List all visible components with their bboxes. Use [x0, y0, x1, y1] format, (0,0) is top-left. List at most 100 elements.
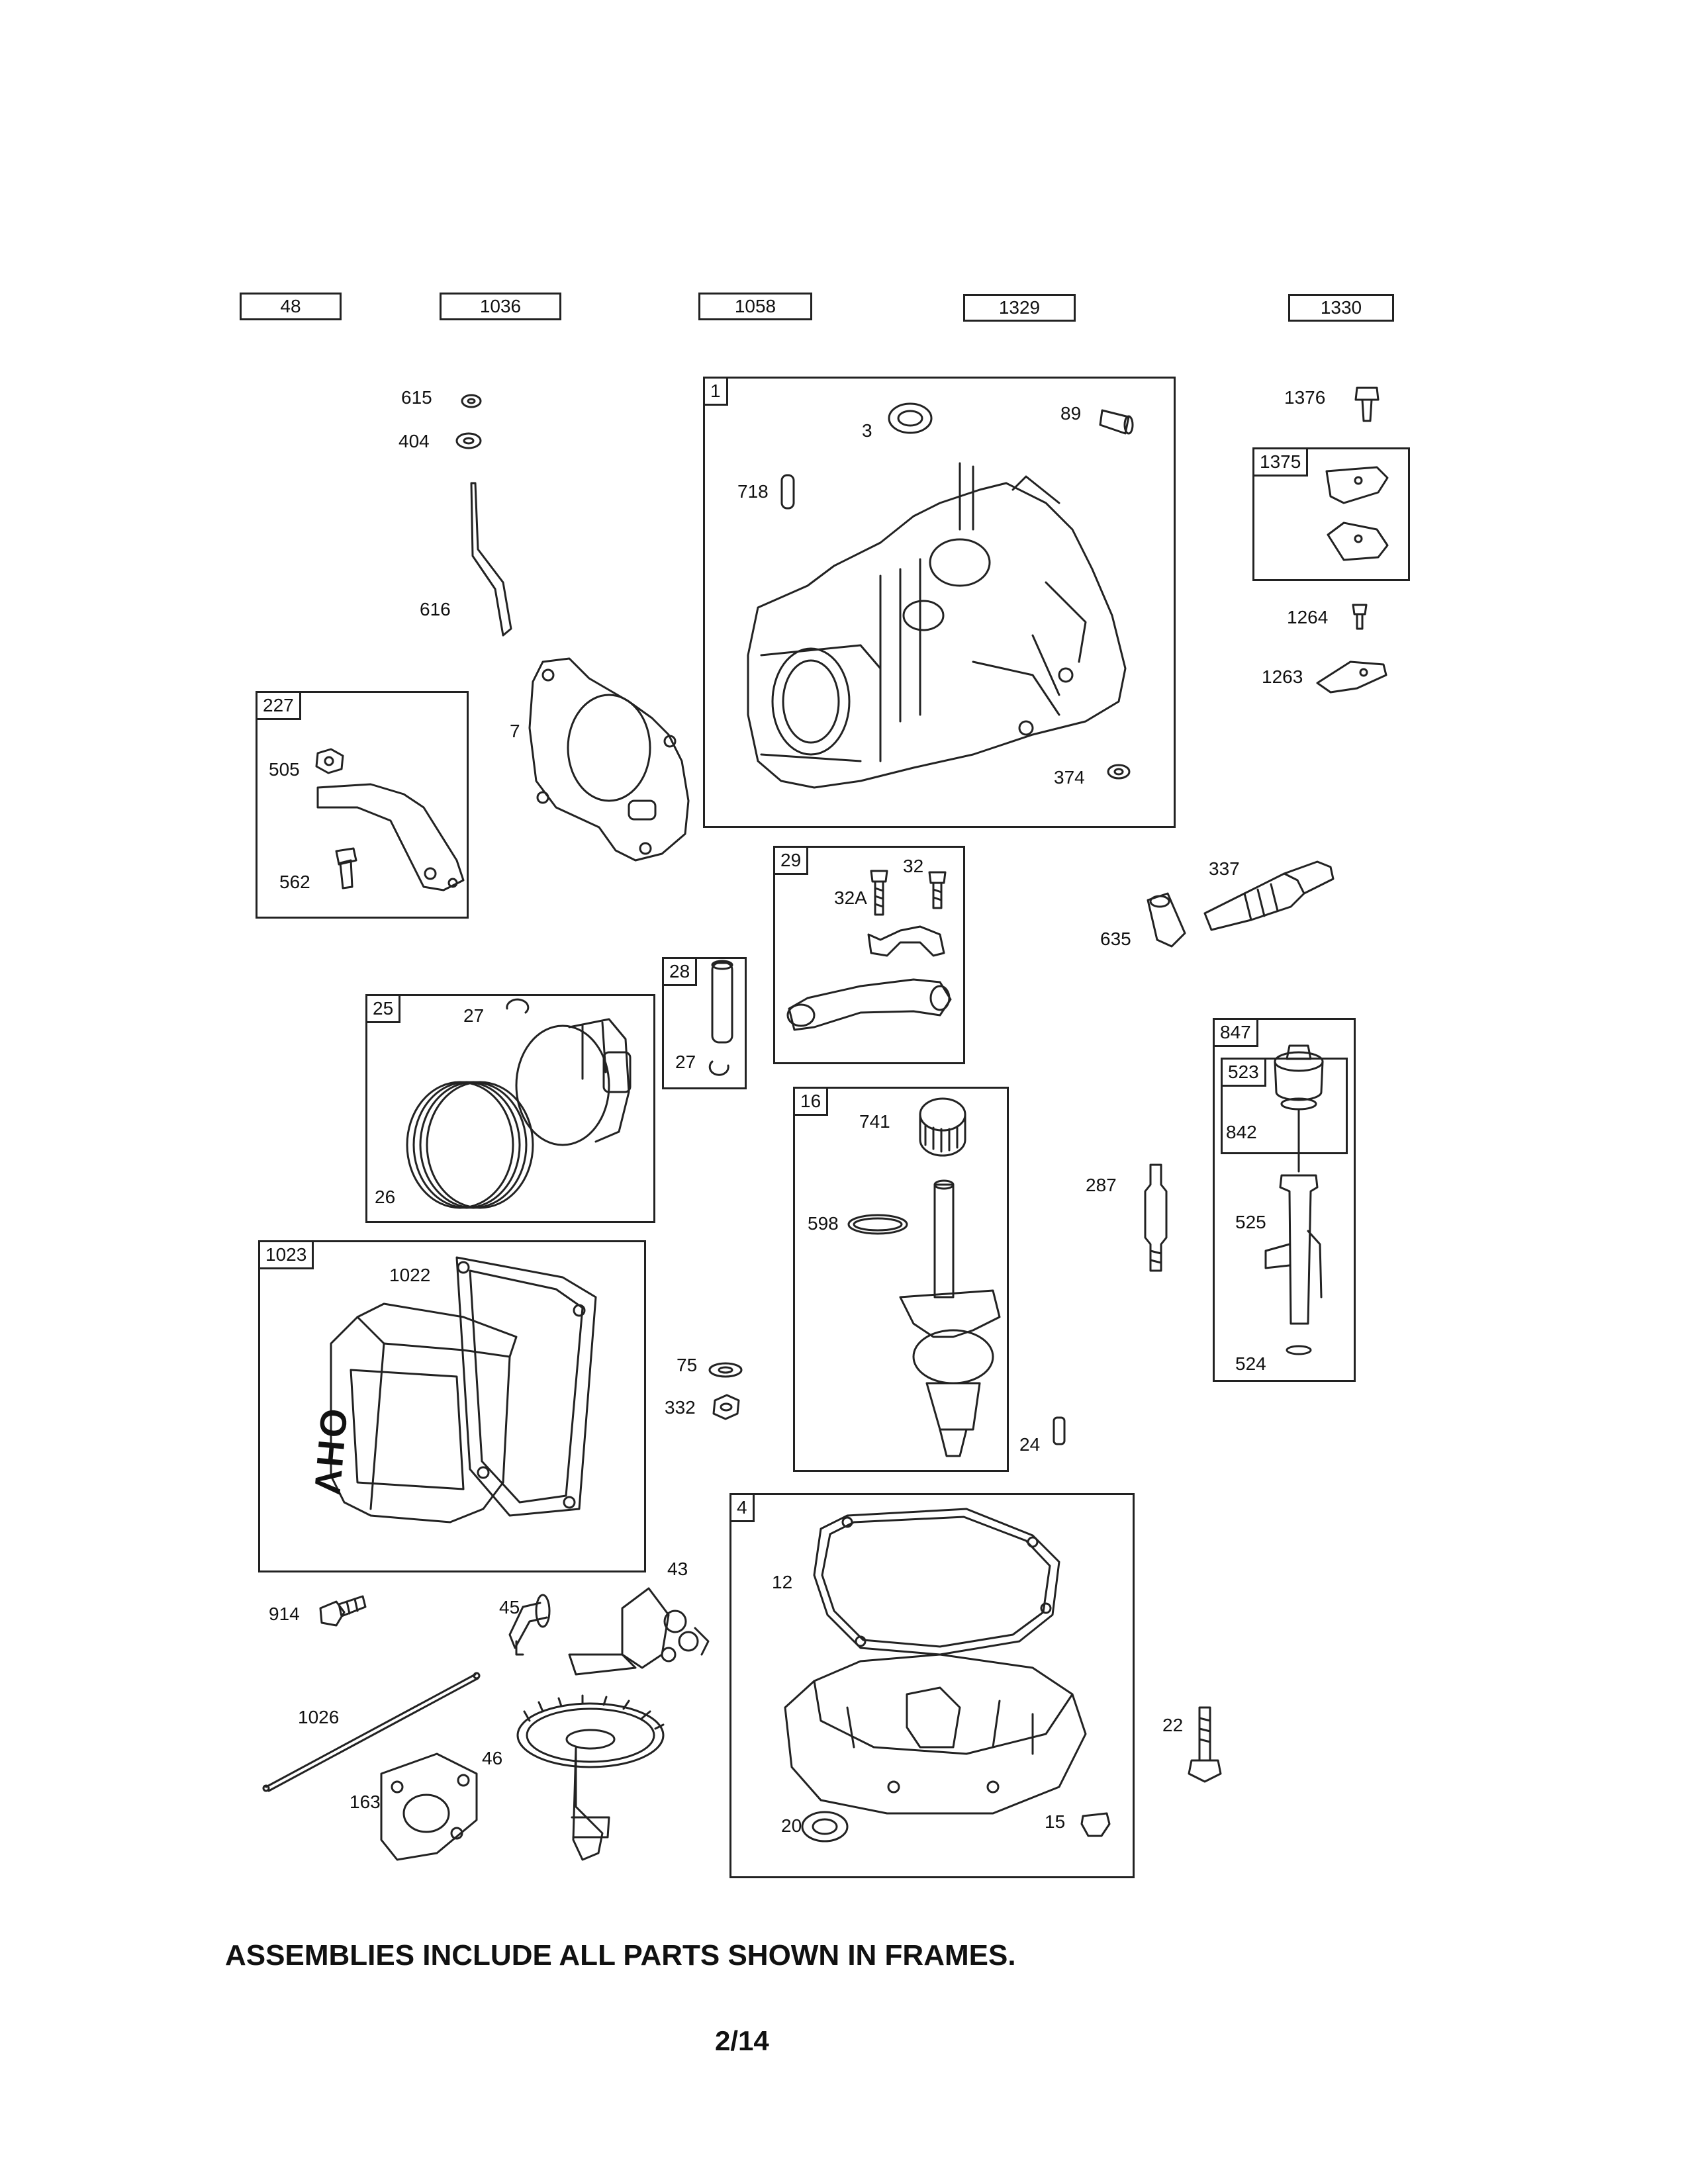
sump-gasket-12-icon	[813, 1508, 1060, 1656]
washer-615-icon	[461, 394, 482, 408]
frame-tag-16: 16	[793, 1087, 829, 1116]
dipstick-tube-525-icon	[1264, 1174, 1323, 1325]
cam-gear-46-icon	[516, 1694, 665, 1861]
frame-sump: 4	[729, 1493, 1135, 1878]
label-616: 616	[420, 599, 451, 619]
label-89: 89	[1060, 403, 1082, 424]
bolt-914-icon	[319, 1595, 367, 1627]
bracket-1263-icon	[1316, 660, 1387, 694]
oring-524-icon	[1286, 1345, 1312, 1355]
screw-1264-icon	[1352, 604, 1368, 630]
label-75: 75	[677, 1355, 698, 1375]
washer-404-icon	[455, 432, 482, 449]
page-number: 2/14	[715, 2025, 769, 2056]
frame-wrist-pin: 28	[662, 957, 747, 1089]
bolt-32-icon	[928, 871, 947, 909]
header-code-1036: 1036	[440, 293, 561, 320]
label-562: 562	[279, 872, 310, 892]
cover-ohv-text: OHV	[306, 1406, 355, 1499]
label-27-wrist: 27	[675, 1052, 696, 1072]
label-1264: 1264	[1287, 607, 1329, 627]
label-525: 525	[1235, 1212, 1266, 1232]
sump-4-icon	[784, 1653, 1087, 1815]
bolt-32a-icon	[870, 870, 888, 916]
rocker-arm-227-icon	[316, 783, 465, 891]
screw-562-icon	[335, 847, 357, 889]
dipstick-seal-842-icon	[1280, 1097, 1317, 1173]
rocker-cover-1023-icon	[330, 1302, 518, 1524]
frame-tag-1: 1	[703, 377, 728, 406]
label-45: 45	[499, 1597, 520, 1617]
label-842: 842	[1226, 1122, 1257, 1142]
plate-1375b-icon	[1327, 522, 1389, 561]
oil-seal-3-icon	[888, 402, 933, 434]
piston-rings-26-icon	[406, 1081, 534, 1209]
washer-75-icon	[708, 1362, 743, 1378]
ring-374-icon	[1107, 764, 1131, 780]
key-24-icon	[1053, 1416, 1066, 1445]
label-505: 505	[269, 759, 300, 780]
bolt-22-icon	[1188, 1706, 1222, 1783]
label-524: 524	[1235, 1353, 1266, 1374]
label-741: 741	[859, 1111, 890, 1132]
wrist-pin-28-icon	[711, 960, 733, 1044]
head-gasket-7-icon	[528, 657, 690, 862]
frame-dipstick-cap: 523	[1221, 1058, 1348, 1154]
frame-tag-1023: 1023	[258, 1240, 314, 1269]
label-1376: 1376	[1284, 387, 1326, 408]
label-404: 404	[399, 431, 430, 451]
label-43: 43	[667, 1559, 688, 1579]
frame-tag-523: 523	[1221, 1058, 1266, 1087]
header-code-1330: 1330	[1288, 294, 1394, 322]
assemblies-note: ASSEMBLIES INCLUDE ALL PARTS SHOWN IN FR…	[225, 1939, 1016, 1972]
frame-crankshaft: 16	[793, 1087, 1009, 1472]
frame-rocker-cover: 1023	[258, 1240, 646, 1572]
frame-connecting-rod: 29	[773, 846, 965, 1064]
rod-1026-icon	[262, 1672, 481, 1792]
frame-tag-1375: 1375	[1252, 447, 1309, 477]
label-32a: 32A	[834, 887, 867, 908]
header-code-1329: 1329	[963, 294, 1076, 322]
label-20: 20	[781, 1815, 802, 1836]
governor-43-icon	[568, 1587, 710, 1676]
gear-741-icon	[919, 1097, 966, 1157]
label-332: 332	[665, 1397, 696, 1418]
washer-598-icon	[847, 1214, 908, 1235]
header-code-48: 48	[240, 293, 342, 320]
screw-1376-icon	[1354, 387, 1380, 422]
dowel-718-icon	[780, 474, 795, 510]
header-code-1058: 1058	[698, 293, 812, 320]
shaft-45-icon	[508, 1594, 551, 1656]
label-27-piston: 27	[463, 1005, 485, 1026]
frame-crankcase: 1	[703, 377, 1176, 828]
frame-tag-227: 227	[256, 691, 301, 720]
frame-rocker: 227	[256, 691, 469, 919]
clip-27b-icon	[708, 1060, 729, 1076]
label-22: 22	[1162, 1715, 1184, 1735]
label-12: 12	[772, 1572, 793, 1592]
nut-332-icon	[712, 1394, 740, 1420]
label-287: 287	[1086, 1175, 1117, 1195]
stud-287-icon	[1144, 1163, 1168, 1272]
label-24: 24	[1019, 1434, 1041, 1455]
label-598: 598	[808, 1213, 839, 1234]
label-7: 7	[510, 721, 520, 741]
label-615: 615	[401, 387, 432, 408]
label-914: 914	[269, 1604, 300, 1624]
frame-dipstick: 847	[1213, 1018, 1356, 1382]
plate-1375a-icon	[1325, 466, 1389, 504]
oil-seal-20-icon	[801, 1811, 849, 1843]
label-163: 163	[350, 1792, 381, 1812]
frame-tag-25: 25	[365, 994, 401, 1023]
frame-tag-847: 847	[1213, 1018, 1258, 1047]
push-rod-616-icon	[470, 482, 512, 637]
rod-cap-29-icon	[867, 925, 945, 957]
label-718: 718	[737, 481, 769, 502]
label-1263: 1263	[1262, 666, 1303, 687]
label-1022: 1022	[389, 1265, 431, 1285]
label-374: 374	[1054, 767, 1085, 788]
plug-89-icon	[1099, 409, 1134, 435]
label-32: 32	[903, 856, 924, 876]
